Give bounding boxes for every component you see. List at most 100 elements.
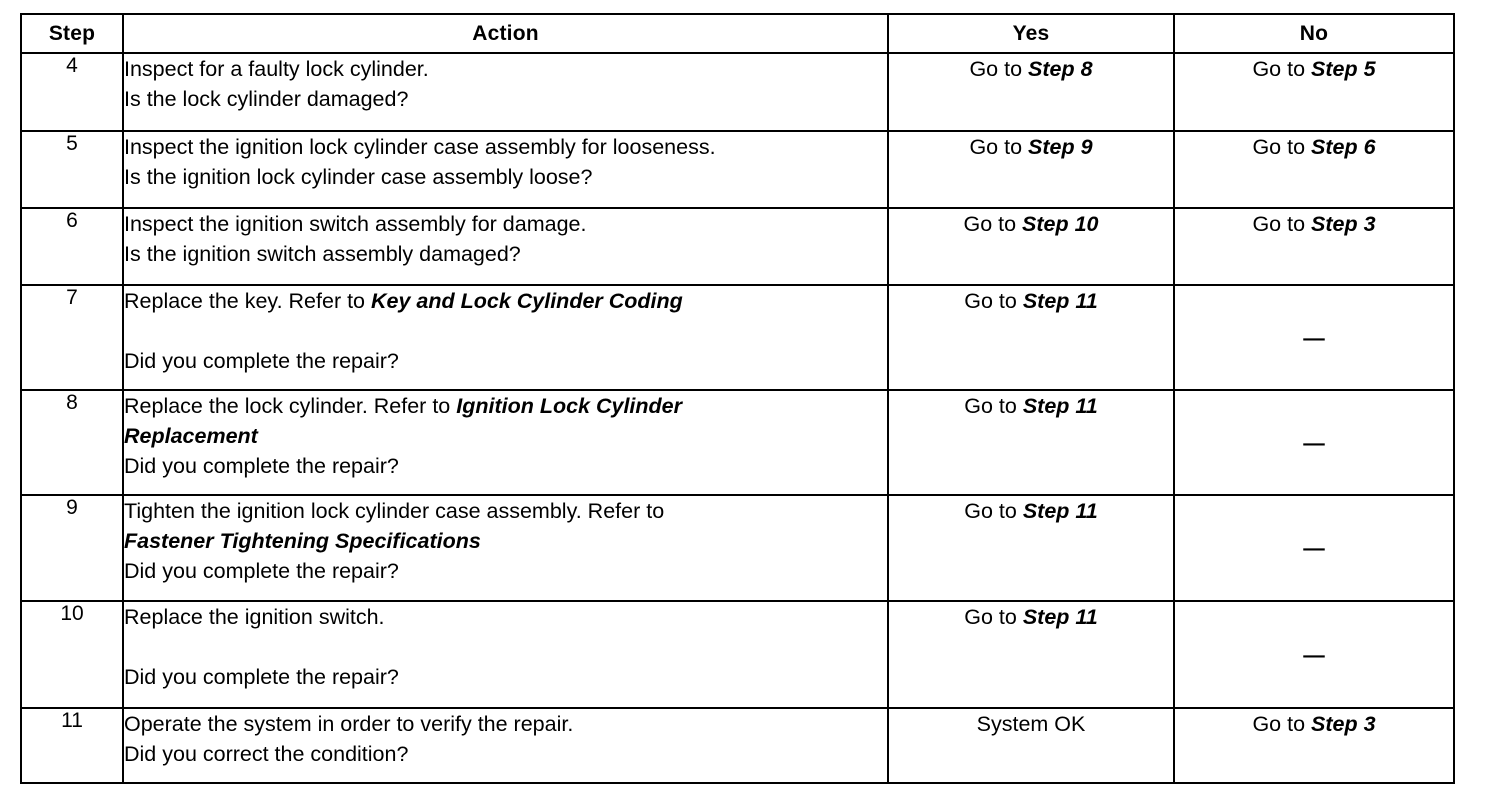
action-line: Is the ignition lock cylinder case assem… [124,162,887,192]
answer-step-reference: Step 5 [1311,57,1376,81]
answer-text: Go to [964,289,1023,313]
answer-text: Go to [963,212,1023,236]
column-header-action: Action [122,13,889,54]
answer-step-reference: Step 11 [1022,499,1098,523]
answer-step-reference: Step 11 [1022,289,1098,313]
answer-step-reference: Step 9 [1028,135,1093,159]
action-reference-title: Ignition Lock Cylinder [456,394,682,418]
step-number-cell: 9 [20,494,124,602]
action-reference-title: Key and Lock Cylinder Coding [370,289,683,313]
action-text: Did you complete the repair? [124,349,399,373]
no-answer-cell: Go to Step 5 [1173,52,1455,132]
no-answer-cell: Go to Step 3 [1173,707,1455,784]
step-number-cell: 6 [20,207,124,286]
answer-step-reference: Step 10 [1022,212,1099,236]
action-line: Inspect the ignition switch assembly for… [124,209,887,239]
step-number-cell: 5 [20,130,124,209]
answer-text: Go to [964,605,1023,629]
yes-answer-cell: System OK [887,707,1175,784]
dash-placeholder: — [1303,430,1325,455]
yes-answer-cell: Go to Step 11 [887,389,1175,496]
action-text: Is the ignition switch assembly damaged? [124,242,521,266]
action-text: Inspect for a faulty lock cylinder. [124,57,429,81]
answer-step-reference: Step 8 [1028,57,1093,81]
yes-answer-cell: Go to Step 10 [887,207,1175,286]
action-text: Is the lock cylinder damaged? [124,87,409,111]
action-line: Tighten the ignition lock cylinder case … [124,496,887,526]
no-answer-cell: — [1173,600,1455,709]
action-line: Did you correct the condition? [124,739,887,769]
action-cell: Inspect the ignition lock cylinder case … [122,130,889,209]
column-header-yes: Yes [887,13,1175,54]
action-text: Did you correct the condition? [124,742,409,766]
yes-answer-cell: Go to Step 11 [887,600,1175,709]
action-line: Is the lock cylinder damaged? [124,84,887,114]
action-line: Operate the system in order to verify th… [124,709,887,739]
action-text: Inspect the ignition switch assembly for… [124,212,587,236]
action-cell: Operate the system in order to verify th… [122,707,889,784]
table-header-row: Step Action Yes No [20,13,1455,54]
action-text: Inspect the ignition lock cylinder case … [124,135,716,159]
action-line: Replace the key. Refer to Key and Lock C… [124,286,887,316]
action-line [124,632,887,662]
action-text: Replace the key. Refer to [124,289,371,313]
dash-placeholder: — [1303,325,1325,350]
answer-step-reference: Step 11 [1022,605,1098,629]
answer-text: Go to [969,135,1029,159]
action-reference-title: Replacement [124,424,258,448]
dash-placeholder: — [1303,536,1325,560]
action-cell: Replace the ignition switch. Did you comp… [122,600,889,709]
answer-step-reference: Step 3 [1311,712,1376,736]
action-line: Fastener Tightening Specifications [124,526,887,556]
action-line: Did you complete the repair? [124,662,887,692]
action-reference-title: Fastener Tightening Specifications [124,529,481,553]
action-line: Replacement [124,421,887,451]
action-cell: Inspect for a faulty lock cylinder. Is th… [122,52,889,132]
action-cell: Replace the lock cylinder. Refer to Igni… [122,389,889,496]
action-text: Is the ignition lock cylinder case assem… [124,165,593,189]
answer-text: Go to [1252,712,1312,736]
answer-text: Go to [969,57,1029,81]
action-cell: Inspect the ignition switch assembly for… [122,207,889,286]
yes-answer-cell: Go to Step 9 [887,130,1175,209]
action-text: Operate the system in order to verify th… [124,712,574,736]
no-answer-cell: Go to Step 6 [1173,130,1455,209]
column-header-no: No [1173,13,1455,54]
action-cell: Tighten the ignition lock cylinder case … [122,494,889,602]
answer-text: System OK [976,712,1086,736]
no-answer-cell: — [1173,284,1455,391]
action-cell: Replace the key. Refer to Key and Lock C… [122,284,889,391]
yes-answer-cell: Go to Step 11 [887,494,1175,602]
yes-answer-cell: Go to Step 11 [887,284,1175,391]
answer-text: Go to [1252,57,1312,81]
answer-step-reference: Step 6 [1311,135,1376,159]
step-number-cell: 11 [20,707,124,784]
column-header-step: Step [20,13,124,54]
action-line: Is the ignition switch assembly damaged? [124,239,887,269]
step-number-cell: 10 [20,600,124,709]
action-text: Did you complete the repair? [124,454,399,478]
action-line: Replace the ignition switch. [124,602,887,632]
action-line: Did you complete the repair? [124,556,887,586]
action-line [124,316,887,346]
step-number-cell: 8 [20,389,124,496]
no-answer-cell: Go to Step 3 [1173,207,1455,286]
action-line: Inspect the ignition lock cylinder case … [124,132,887,162]
answer-text: Go to [1252,212,1312,236]
dash-placeholder: — [1303,642,1325,667]
action-text: Did you complete the repair? [124,559,399,583]
answer-text: Go to [964,394,1023,418]
action-text: Replace the ignition switch. [124,605,385,629]
action-text: Did you complete the repair? [124,665,399,689]
no-answer-cell: — [1173,494,1455,602]
answer-step-reference: Step 11 [1022,394,1098,418]
